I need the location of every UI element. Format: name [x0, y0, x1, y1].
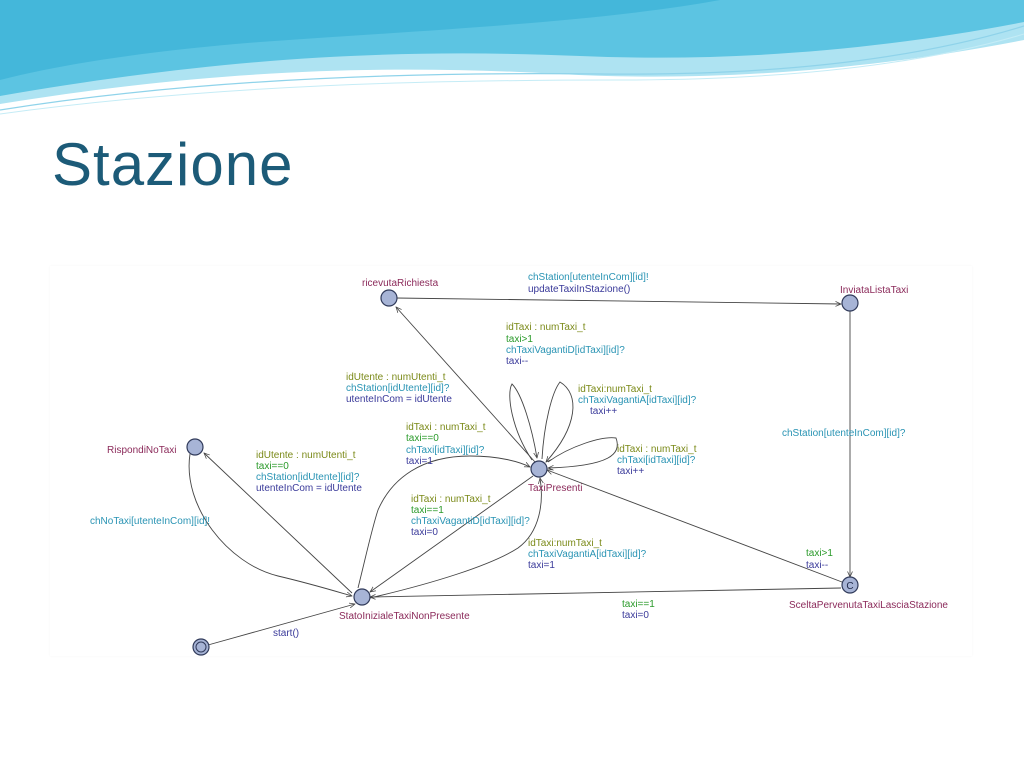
label-e2-sync: chTaxiVagantiD[idTaxi][id]?: [506, 345, 625, 356]
edge-scelta-to-presenti: [547, 470, 843, 583]
state-machine-diagram: C ricevutaRichiesta InviataListaTaxi Ris…: [50, 266, 972, 656]
label-e10-sync: chTaxiVagantiA[idTaxi][id]?: [528, 549, 647, 560]
edge-iniziale-to-rispondi: [204, 453, 353, 594]
label-e9-select: idTaxi : numTaxi_t: [411, 494, 491, 505]
label-e3-select: idUtente : numUtenti_t: [346, 372, 446, 383]
label-e12-update: taxi--: [806, 560, 828, 571]
state-name-inviata: InviataListaTaxi: [840, 285, 908, 296]
label-e2-select: idTaxi : numTaxi_t: [506, 322, 586, 333]
label-e2-guard: taxi>1: [506, 334, 533, 345]
state-name-presenti: TaxiPresenti: [528, 483, 582, 494]
state-inviata-lista-taxi[interactable]: [841, 294, 859, 312]
state-stato-iniziale[interactable]: [353, 588, 371, 606]
label-e4-select: idTaxi:numTaxi_t: [578, 384, 652, 395]
label-e13-guard: taxi==1: [622, 599, 655, 610]
label-e5-update: taxi=1: [406, 456, 433, 467]
header-wave-decoration: [0, 0, 1024, 115]
state-taxi-presenti[interactable]: [530, 460, 548, 478]
state-name-iniziale: StatoInizialeTaxiNonPresente: [339, 611, 470, 622]
label-e6-select: idTaxi : numTaxi_t: [617, 444, 697, 455]
state-rispondi-no-taxi[interactable]: [186, 438, 204, 456]
label-e4-sync: chTaxiVagantiA[idTaxi][id]?: [578, 395, 697, 406]
edge-iniziale-to-presenti-a: [357, 455, 530, 589]
edges: [188, 297, 850, 646]
label-e8-update: utenteInCom = idUtente: [256, 483, 362, 494]
edge-rispondi-to-iniziale: [188, 453, 352, 596]
label-e5-select: idTaxi : numTaxi_t: [406, 422, 486, 433]
edge-presenti-self-loop-2: [541, 381, 574, 462]
edge-presenti-to-ricevuta: [396, 307, 536, 463]
label-e7-sync: chStation[utenteInCom][id]?: [782, 428, 906, 439]
state-name-rispondi: RispondiNoTaxi: [107, 445, 176, 456]
label-e4-update: taxi++: [590, 406, 617, 417]
label-e13-update: taxi=0: [622, 610, 649, 621]
state-scelta-pervenuta[interactable]: C: [841, 576, 859, 594]
edge-presenti-to-iniziale-b: [369, 478, 541, 599]
label-e2-update: taxi--: [506, 356, 528, 367]
edge-start-to-iniziale: [207, 604, 355, 646]
state-names: ricevutaRichiesta InviataListaTaxi Rispo…: [107, 278, 948, 622]
label-e5-guard: taxi==0: [406, 433, 439, 444]
state-name-ricevuta: ricevutaRichiesta: [362, 278, 439, 289]
label-e9-sync: chTaxiVagantiD[idTaxi][id]?: [411, 516, 530, 527]
label-e9-guard: taxi==1: [411, 505, 444, 516]
state-name-scelta: SceltaPervenutaTaxiLasciaStazione: [789, 600, 948, 611]
state-ricevuta-richiesta[interactable]: [380, 289, 398, 307]
edge-ricevuta-to-inviata: [395, 297, 841, 304]
label-e8-select: idUtente : numUtenti_t: [256, 450, 356, 461]
edge-presenti-self-loop-1: [509, 383, 537, 461]
label-e3-update: utenteInCom = idUtente: [346, 394, 452, 405]
label-e12-guard: taxi>1: [806, 548, 833, 559]
label-e8-sync: chStation[idUtente][id]?: [256, 472, 360, 483]
state-machine-canvas: C ricevutaRichiesta InviataListaTaxi Ris…: [90, 272, 948, 656]
label-e6-update: taxi++: [617, 466, 644, 477]
edge-presenti-self-loop-3: [548, 437, 618, 468]
label-e8-guard: taxi==0: [256, 461, 289, 472]
label-e14-sync: start(): [273, 628, 299, 639]
state-initial-start[interactable]: [192, 638, 210, 656]
nodes: C: [186, 289, 859, 656]
label-e10-update: taxi=1: [528, 560, 555, 571]
edge-scelta-to-iniziale: [370, 587, 842, 597]
label-e1-sync: chStation[utenteInCom][id]!: [528, 272, 649, 283]
slide-title: Stazione: [52, 131, 294, 198]
label-e6-sync: chTaxi[idTaxi][id]?: [617, 455, 696, 466]
edge-labels: chStation[utenteInCom][id]! updateTaxiIn…: [90, 272, 906, 639]
svg-text:C: C: [846, 581, 853, 592]
label-e9-update: taxi=0: [411, 527, 438, 538]
label-e3-sync: chStation[idUtente][id]?: [346, 383, 450, 394]
label-e1-update: updateTaxiInStazione(): [528, 284, 630, 295]
label-e10-select: idTaxi:numTaxi_t: [528, 538, 602, 549]
edge-presenti-to-iniziale-a: [370, 475, 534, 592]
label-e5-sync: chTaxi[idTaxi][id]?: [406, 445, 485, 456]
label-e11-sync: chNoTaxi[utenteInCom][id]!: [90, 516, 210, 527]
